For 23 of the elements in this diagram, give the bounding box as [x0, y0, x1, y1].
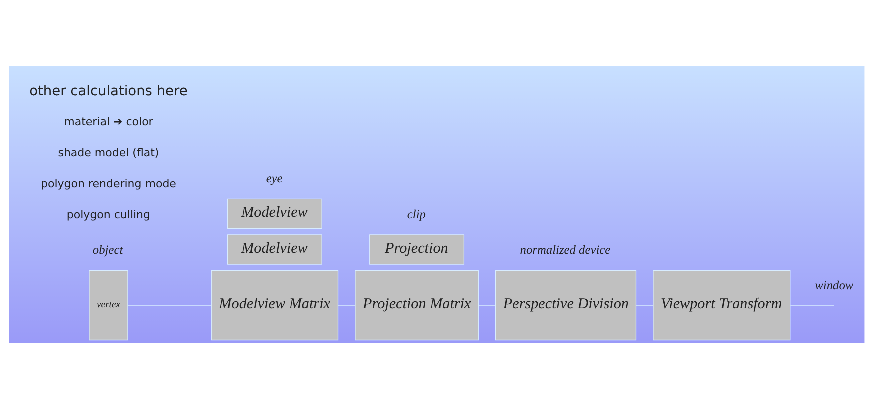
connector — [790, 304, 834, 306]
label: normalized device — [520, 242, 611, 257]
node-box: Modelview — [227, 198, 322, 229]
label: polygon culling — [66, 208, 151, 222]
connector — [338, 304, 356, 306]
label: eye — [266, 171, 283, 186]
label: object — [92, 242, 124, 257]
label: clip — [407, 206, 426, 221]
node-box: Modelview — [227, 234, 322, 264]
label: window — [815, 278, 854, 292]
node-box: Viewport Transform — [653, 270, 791, 340]
label: polygon rendering mode — [40, 177, 176, 190]
connector — [636, 304, 654, 306]
label: other calculations here — [30, 83, 188, 100]
node-box: vertex — [89, 270, 128, 340]
label: shade model (flat) — [58, 146, 160, 160]
node-box: Modelview Matrix — [211, 270, 339, 340]
node-box: Projection Matrix — [355, 270, 479, 340]
node-box: Perspective Division — [496, 270, 637, 340]
connector — [128, 304, 212, 306]
label: material ➔ color — [64, 115, 154, 128]
node-box: Projection — [370, 234, 465, 264]
connector — [478, 304, 496, 306]
